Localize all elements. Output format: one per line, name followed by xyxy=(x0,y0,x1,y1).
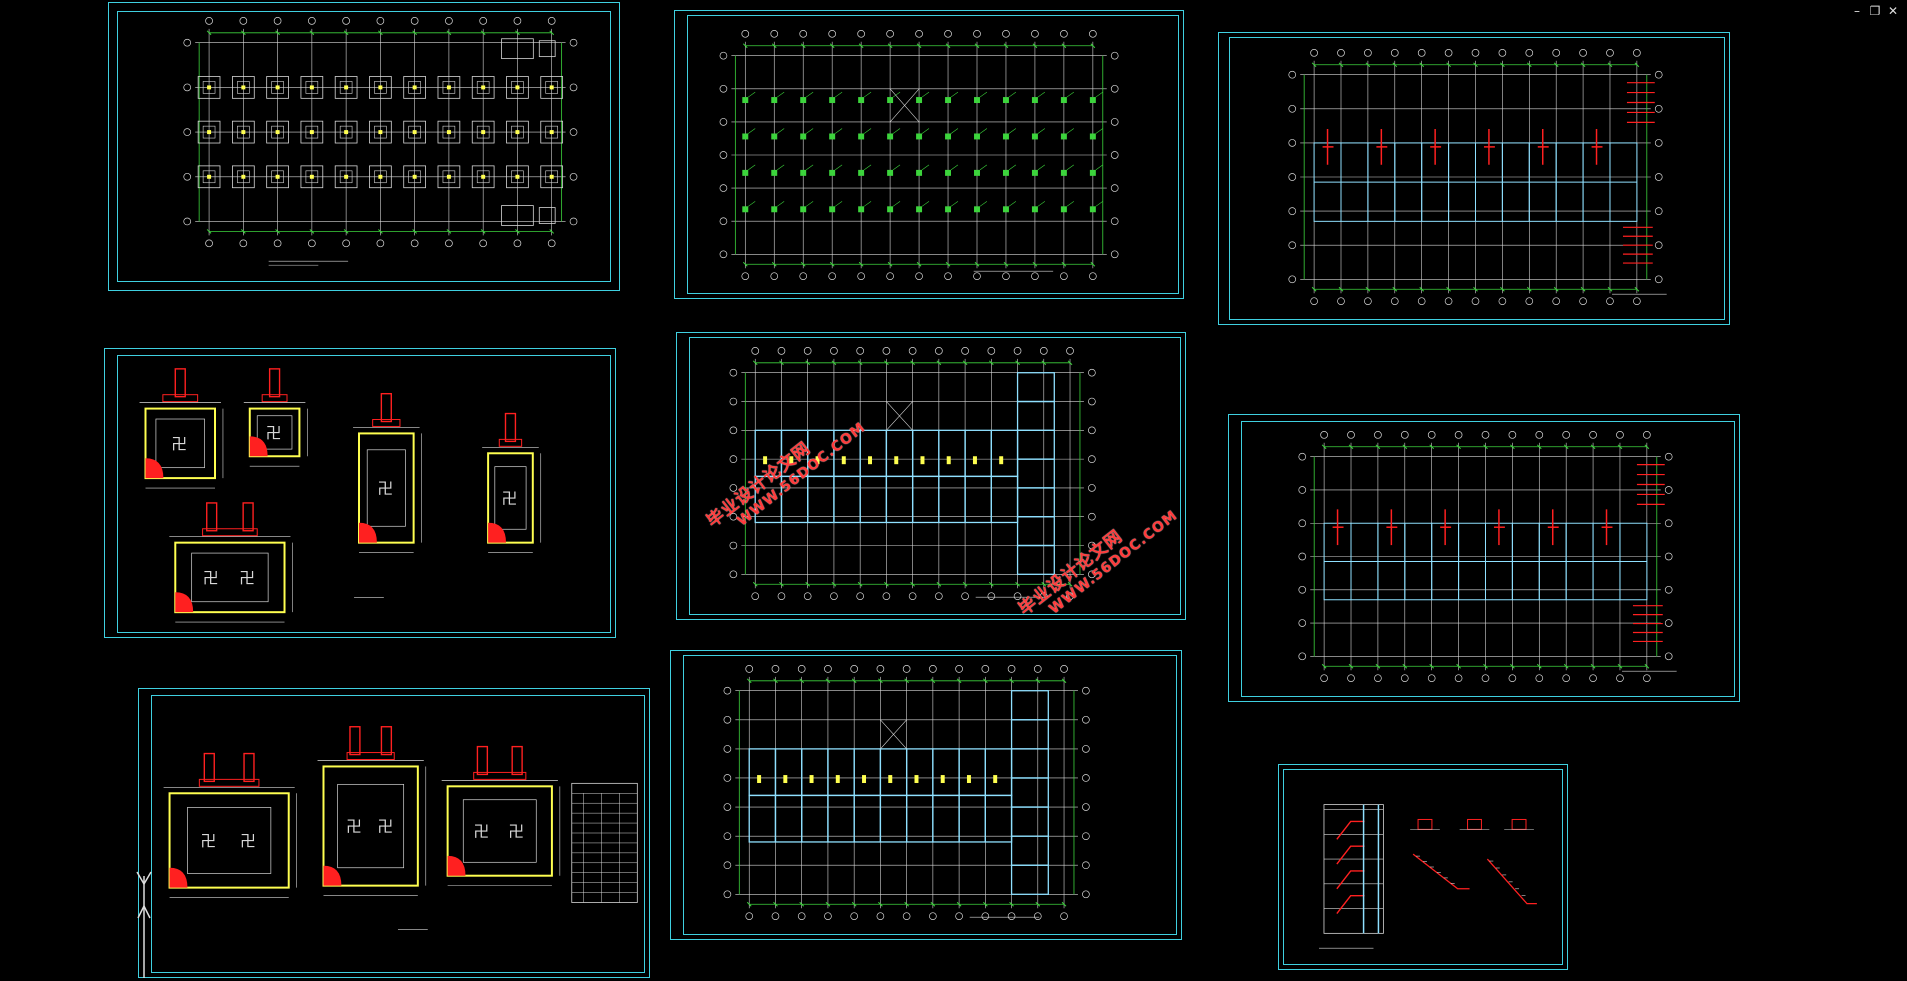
svg-text:卍: 卍 xyxy=(508,822,524,841)
sheet-footing-details-a[interactable]: 卍卍卍卍卍卍 xyxy=(104,348,616,638)
svg-text:卍: 卍 xyxy=(473,822,489,841)
svg-text:卍: 卍 xyxy=(266,423,282,442)
footing-details-a-drawing: 卍卍卍卍卍卍 xyxy=(139,368,542,623)
floor-rebar-drawing-mid xyxy=(1298,431,1677,682)
sheet-column-layout-plan[interactable] xyxy=(674,10,1184,299)
svg-text:卍: 卍 xyxy=(171,434,187,453)
sheet-beam-plan-2[interactable] xyxy=(676,332,1186,620)
svg-text:卍: 卍 xyxy=(377,479,393,498)
sheet-inner-frame xyxy=(1229,37,1725,320)
column-layout-drawing xyxy=(719,30,1119,280)
sheet-inner-frame xyxy=(117,11,611,282)
foundation-plan-drawing xyxy=(183,17,578,266)
sheet-inner-frame xyxy=(683,655,1177,935)
sheet-beam-plan-3[interactable] xyxy=(670,650,1182,940)
stair-details-drawing xyxy=(1319,804,1537,949)
svg-text:卍: 卍 xyxy=(377,817,393,836)
footing-details-b-drawing: 卍卍卍卍卍卍 xyxy=(163,726,638,930)
beam-plan-2-drawing xyxy=(729,347,1096,600)
svg-text:卍: 卍 xyxy=(203,568,219,587)
sheet-inner-frame xyxy=(689,337,1181,615)
svg-text:卍: 卍 xyxy=(502,489,518,508)
sheet-foundation-plan[interactable] xyxy=(108,2,620,291)
ucs-icon xyxy=(136,871,152,978)
svg-text:卍: 卍 xyxy=(346,817,362,836)
sheet-floor-rebar-plan-top[interactable] xyxy=(1218,32,1730,325)
sheet-inner-frame xyxy=(151,695,645,973)
svg-text:卍: 卍 xyxy=(200,831,216,850)
restore-icon[interactable]: ❐ xyxy=(1869,4,1881,18)
sheet-inner-frame xyxy=(1283,769,1563,965)
sheet-stair-details[interactable] xyxy=(1278,764,1568,970)
sheet-floor-rebar-plan-mid[interactable] xyxy=(1228,414,1740,702)
minimize-icon[interactable]: – xyxy=(1854,4,1860,18)
beam-plan-3-drawing xyxy=(723,665,1090,920)
floor-rebar-drawing-top xyxy=(1288,49,1667,305)
svg-text:卍: 卍 xyxy=(240,831,256,850)
sheet-inner-frame xyxy=(1241,421,1735,697)
svg-text:卍: 卍 xyxy=(239,568,255,587)
sheet-inner-frame xyxy=(117,355,611,633)
sheet-inner-frame xyxy=(687,15,1179,294)
sheet-footing-details-b[interactable]: 卍卍卍卍卍卍 xyxy=(138,688,650,978)
close-icon[interactable]: ✕ xyxy=(1887,4,1899,18)
